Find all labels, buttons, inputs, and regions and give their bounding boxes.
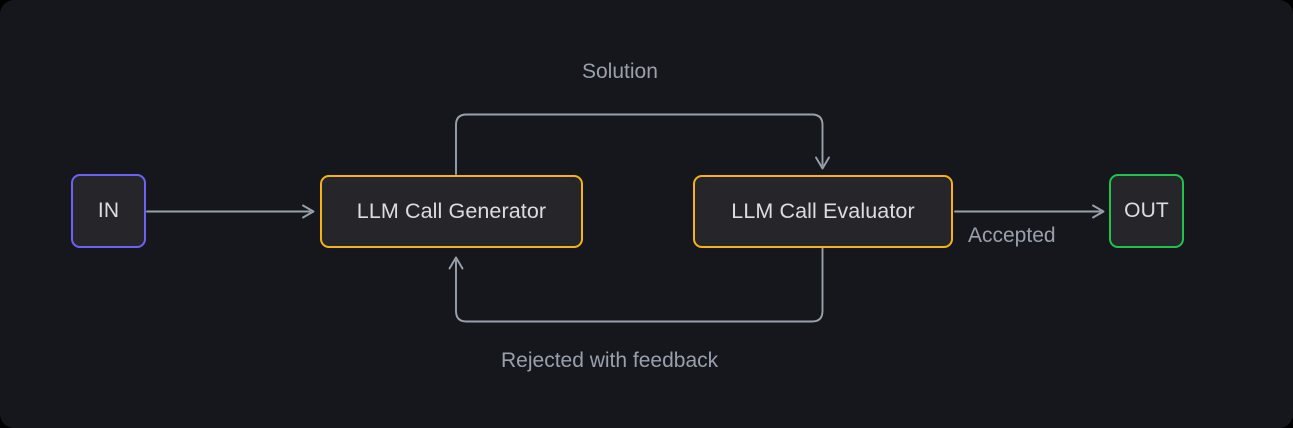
node-in-label: IN: [97, 199, 120, 222]
node-llm-call-generator-label: LLM Call Generator: [356, 199, 547, 223]
node-out-label: OUT: [1124, 199, 1169, 222]
node-in[interactable]: IN: [71, 174, 146, 248]
edge-in-to-generator: [146, 204, 315, 219]
edge-evaluator-to-out-accepted: [954, 204, 1105, 219]
edge-label-solution: Solution: [582, 60, 658, 83]
node-llm-call-evaluator[interactable]: LLM Call Evaluator: [693, 175, 953, 248]
edge-label-accepted: Accepted: [968, 224, 1056, 247]
node-llm-call-evaluator-label: LLM Call Evaluator: [731, 199, 915, 223]
edge-generator-to-evaluator-solution: [455, 113, 830, 175]
node-llm-call-generator[interactable]: LLM Call Generator: [320, 175, 583, 248]
edge-evaluator-to-generator-rejected: [448, 247, 824, 323]
node-out[interactable]: OUT: [1109, 174, 1184, 248]
edge-label-rejected-with-feedback: Rejected with feedback: [501, 349, 719, 372]
